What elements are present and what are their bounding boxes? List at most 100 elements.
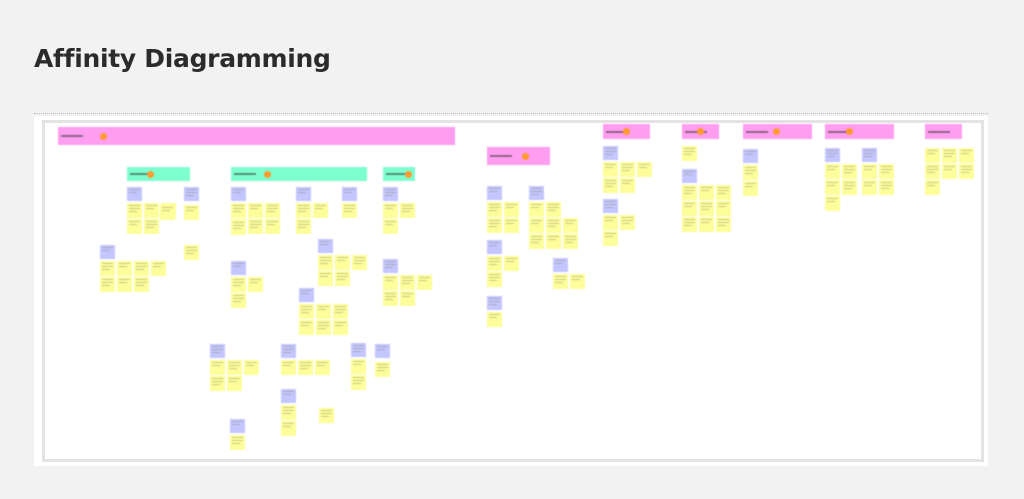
sticky-note[interactable] <box>296 203 311 218</box>
sticky-note[interactable] <box>315 360 330 375</box>
sticky-note[interactable] <box>248 219 263 234</box>
sticky-note[interactable] <box>487 218 502 233</box>
sticky-note[interactable] <box>248 277 263 292</box>
sticky-note[interactable] <box>144 219 159 234</box>
category-note[interactable] <box>553 258 568 272</box>
sticky-note[interactable] <box>316 320 331 335</box>
sticky-note[interactable] <box>925 164 940 179</box>
sticky-note[interactable] <box>375 362 390 377</box>
category-note[interactable] <box>375 344 390 358</box>
sticky-note[interactable] <box>504 218 519 233</box>
sticky-note[interactable] <box>281 360 296 375</box>
sticky-note[interactable] <box>100 277 115 292</box>
sticky-note[interactable] <box>117 277 132 292</box>
sticky-note[interactable] <box>925 180 940 195</box>
sticky-note[interactable] <box>248 203 263 218</box>
sticky-note[interactable] <box>879 164 894 179</box>
sticky-note[interactable] <box>682 146 697 161</box>
sticky-note[interactable] <box>603 231 618 246</box>
category-note[interactable] <box>127 187 142 201</box>
sticky-note[interactable] <box>281 405 296 420</box>
sticky-note[interactable] <box>546 202 561 217</box>
sticky-note[interactable] <box>134 277 149 292</box>
sticky-note[interactable] <box>842 180 857 195</box>
category-note[interactable] <box>383 259 398 273</box>
sticky-note[interactable] <box>603 215 618 230</box>
sticky-note[interactable] <box>879 180 894 195</box>
cluster-header[interactable] <box>925 124 962 139</box>
sticky-note[interactable] <box>570 274 585 289</box>
sticky-note[interactable] <box>487 202 502 217</box>
sticky-note[interactable] <box>825 180 840 195</box>
sticky-note[interactable] <box>546 234 561 249</box>
category-note[interactable] <box>682 169 697 183</box>
sticky-note[interactable] <box>603 162 618 177</box>
sticky-note[interactable] <box>144 203 159 218</box>
sticky-note[interactable] <box>553 274 568 289</box>
sticky-note[interactable] <box>942 148 957 163</box>
cluster-header[interactable] <box>383 167 415 181</box>
sticky-note[interactable] <box>825 164 840 179</box>
sticky-note[interactable] <box>682 217 697 232</box>
sticky-note[interactable] <box>620 215 635 230</box>
sticky-note[interactable] <box>100 261 115 276</box>
cluster-header[interactable] <box>487 147 550 165</box>
sticky-note[interactable] <box>352 255 367 270</box>
sticky-note[interactable] <box>160 205 175 220</box>
sticky-note[interactable] <box>319 408 334 423</box>
sticky-note[interactable] <box>862 180 877 195</box>
sticky-note[interactable] <box>682 185 697 200</box>
category-note[interactable] <box>351 343 366 357</box>
sticky-note[interactable] <box>184 245 199 260</box>
sticky-note[interactable] <box>620 162 635 177</box>
sticky-note[interactable] <box>210 360 225 375</box>
sticky-note[interactable] <box>529 234 544 249</box>
cluster-header[interactable] <box>58 127 455 145</box>
sticky-note[interactable] <box>383 291 398 306</box>
sticky-note[interactable] <box>134 261 149 276</box>
sticky-note[interactable] <box>699 217 714 232</box>
category-note[interactable] <box>603 199 618 213</box>
sticky-note[interactable] <box>400 203 415 218</box>
cluster-header[interactable] <box>682 124 719 139</box>
sticky-note[interactable] <box>117 261 132 276</box>
sticky-note[interactable] <box>959 148 974 163</box>
category-note[interactable] <box>318 239 333 253</box>
sticky-note[interactable] <box>563 218 578 233</box>
sticky-note[interactable] <box>383 219 398 234</box>
sticky-note[interactable] <box>529 218 544 233</box>
sticky-note[interactable] <box>335 255 350 270</box>
category-note[interactable] <box>529 186 544 200</box>
sticky-note[interactable] <box>925 148 940 163</box>
sticky-note[interactable] <box>318 271 333 286</box>
sticky-note[interactable] <box>383 203 398 218</box>
sticky-note[interactable] <box>299 304 314 319</box>
cluster-header[interactable] <box>127 167 190 181</box>
sticky-note[interactable] <box>716 217 731 232</box>
sticky-note[interactable] <box>383 275 398 290</box>
sticky-note[interactable] <box>487 312 502 327</box>
category-note[interactable] <box>342 187 357 201</box>
sticky-note[interactable] <box>318 255 333 270</box>
sticky-note[interactable] <box>603 178 618 193</box>
sticky-note[interactable] <box>487 272 502 287</box>
sticky-note[interactable] <box>504 202 519 217</box>
sticky-note[interactable] <box>333 304 348 319</box>
category-note[interactable] <box>487 240 502 254</box>
sticky-note[interactable] <box>127 203 142 218</box>
sticky-note[interactable] <box>699 201 714 216</box>
sticky-note[interactable] <box>842 164 857 179</box>
sticky-note[interactable] <box>342 203 357 218</box>
category-note[interactable] <box>230 419 245 433</box>
category-note[interactable] <box>862 148 877 162</box>
sticky-note[interactable] <box>699 185 714 200</box>
sticky-note[interactable] <box>620 178 635 193</box>
category-note[interactable] <box>299 288 314 302</box>
sticky-note[interactable] <box>400 291 415 306</box>
sticky-note[interactable] <box>227 360 242 375</box>
board-canvas[interactable] <box>45 123 981 459</box>
sticky-note[interactable] <box>959 164 974 179</box>
category-note[interactable] <box>231 261 246 275</box>
cluster-header[interactable] <box>825 124 894 139</box>
sticky-note[interactable] <box>231 277 246 292</box>
